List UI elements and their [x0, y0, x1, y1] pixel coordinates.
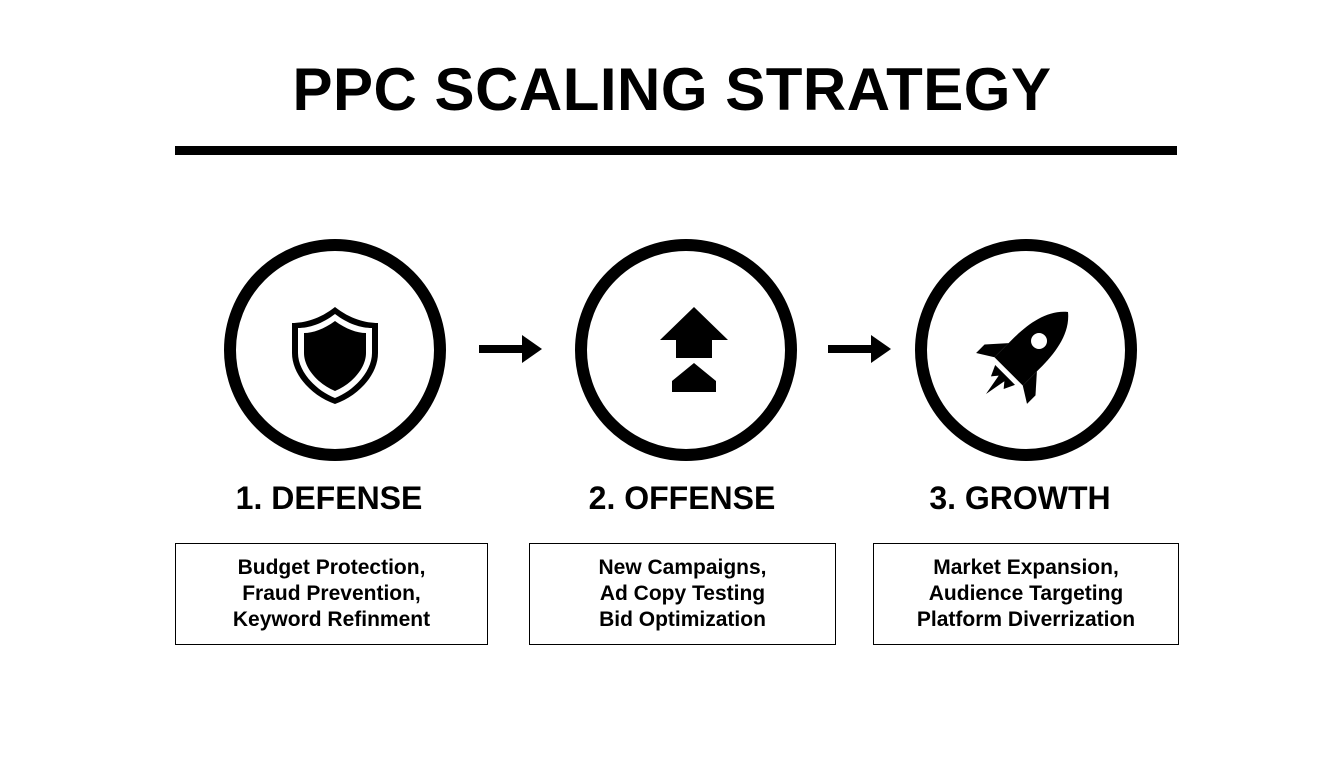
defense-details: Budget Protection, Fraud Prevention, Key…	[175, 543, 488, 645]
stage-title-offense: 2. OFFENSE	[588, 480, 776, 516]
arrow-up-icon	[660, 307, 728, 392]
list-item: Fraud Prevention,	[242, 582, 421, 605]
title-divider	[175, 146, 1177, 155]
growth-circle	[915, 239, 1137, 461]
list-item: Budget Protection,	[237, 556, 426, 579]
shield-icon	[292, 307, 378, 404]
stage-title-defense: 1. DEFENSE	[235, 480, 423, 516]
arrow-right-icon	[828, 335, 891, 363]
list-item: Bid Optimization	[599, 608, 766, 631]
list-item: Ad Copy Testing	[599, 582, 766, 605]
arrow-right-icon	[479, 335, 542, 363]
list-item: Audience Targeting	[928, 582, 1124, 605]
list-item: Keyword Refinment	[232, 608, 431, 631]
list-item: New Campaigns,	[598, 556, 767, 579]
rocket-icon	[976, 311, 1069, 404]
list-item: Market Expansion,	[933, 556, 1119, 579]
defense-circle	[224, 239, 446, 461]
list-item: Platform Diverrization	[916, 608, 1136, 631]
offense-details: New Campaigns, Ad Copy Testing Bid Optim…	[529, 543, 836, 645]
stage-title-growth: 3. GROWTH	[929, 480, 1111, 516]
growth-details: Market Expansion, Audience Targeting Pla…	[873, 543, 1179, 645]
offense-circle	[575, 239, 797, 461]
page-title: PPC SCALING STRATEGY	[292, 56, 1052, 123]
